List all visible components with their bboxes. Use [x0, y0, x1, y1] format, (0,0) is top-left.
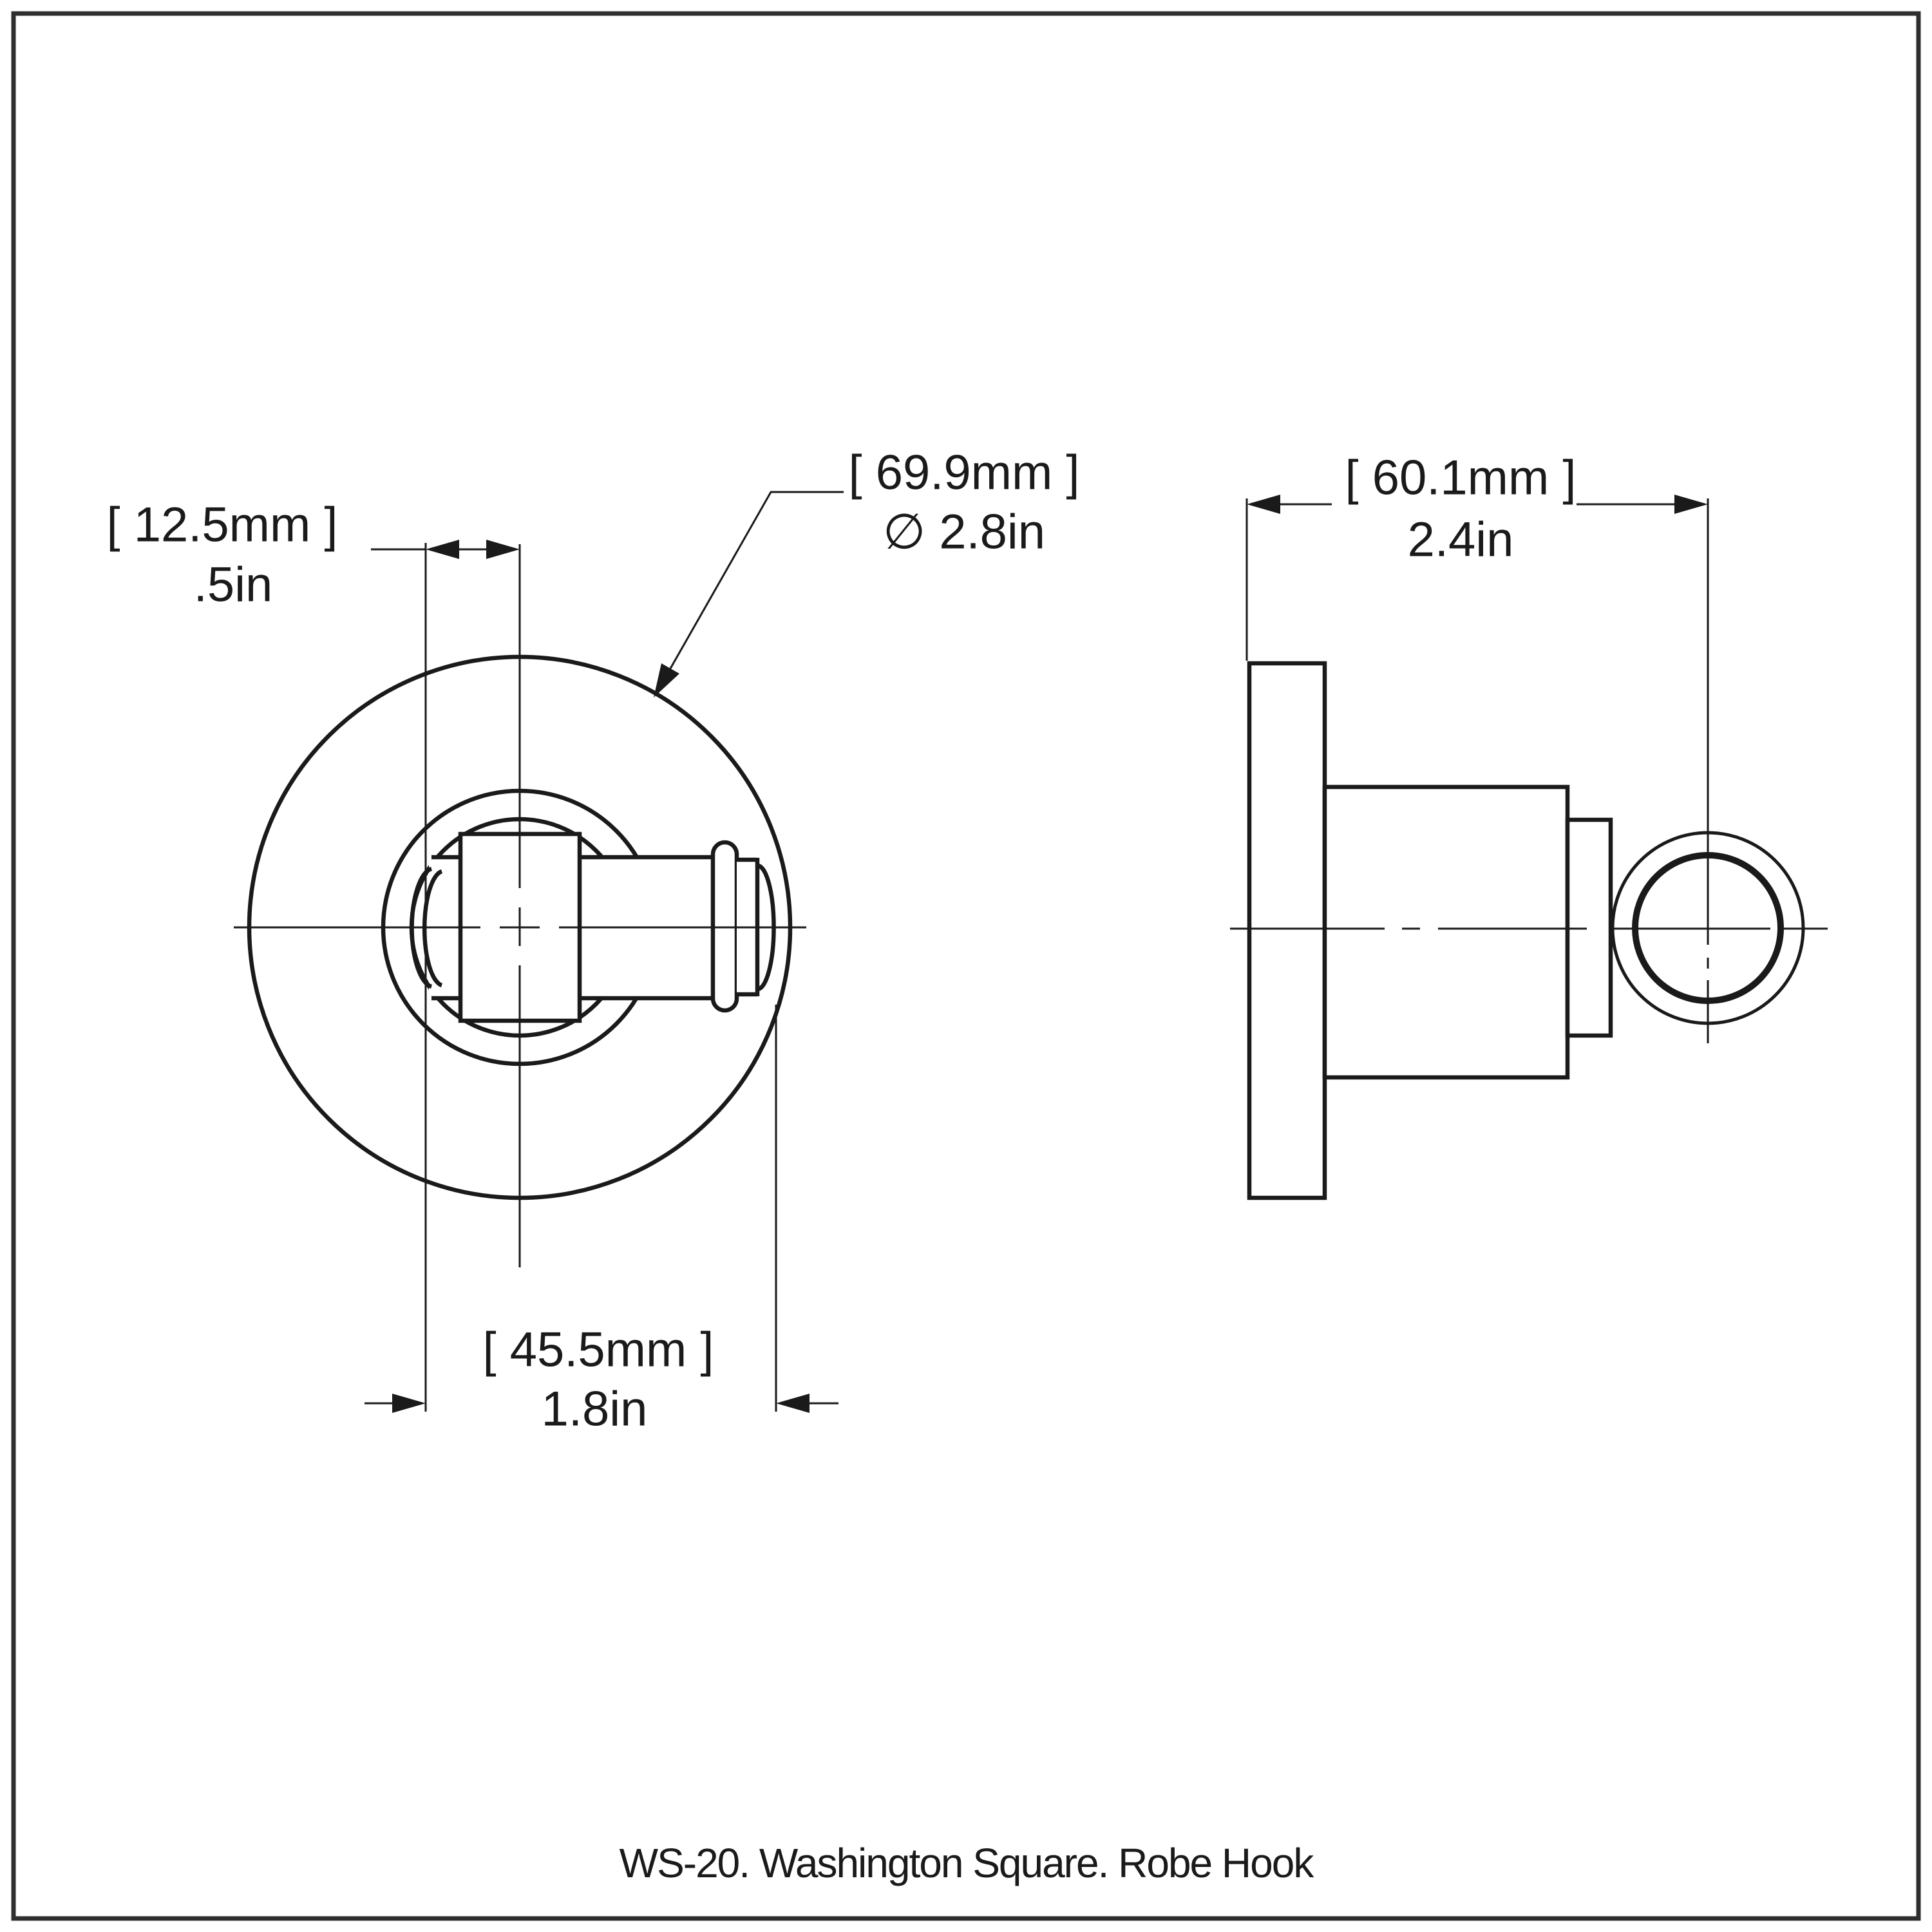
hole-offset-inch-label: .5in — [194, 558, 273, 612]
leader-line — [669, 491, 844, 669]
arrowhead-right-icon — [1674, 495, 1708, 514]
dimension-hook-width: [ 45.5mm ] 1.8in — [365, 1323, 838, 1437]
dimension-hole-offset: [ 12.5mm ] .5in — [107, 498, 520, 612]
arrowhead-left-icon — [776, 1394, 810, 1413]
dimension-flange-diameter: [ 69.9mm ] ∅ 2.8in — [654, 446, 1080, 697]
arrowhead-left-icon — [426, 540, 459, 559]
projection-mm-label: [ 60.1mm ] — [1345, 451, 1577, 506]
hook-width-mm-label: [ 45.5mm ] — [483, 1323, 714, 1378]
front-view-centerlines — [234, 544, 806, 1267]
hole-offset-mm-label: [ 12.5mm ] — [107, 498, 338, 553]
hook-width-inch-label: 1.8in — [542, 1382, 648, 1437]
side-view — [1230, 498, 1828, 1200]
hook-body — [1322, 784, 1570, 1080]
front-view — [234, 543, 806, 1412]
projection-inch-label: 2.4in — [1408, 513, 1514, 567]
side-view-centerlines — [1230, 498, 1828, 1043]
flange-diameter-inch-label: ∅ 2.8in — [883, 505, 1045, 560]
leader-arrowhead-icon — [654, 663, 679, 697]
flange-diameter-mm-label: [ 69.9mm ] — [849, 446, 1080, 500]
arrowhead-right-icon — [486, 540, 520, 559]
arrowhead-right-icon — [392, 1394, 426, 1413]
dimension-projection: [ 60.1mm ] 2.4in — [1247, 451, 1708, 567]
front-view-extension-lines — [424, 543, 777, 1412]
sheet-border — [11, 11, 1921, 1921]
wall-plate — [1247, 661, 1327, 1200]
arrowhead-left-icon — [1247, 495, 1280, 514]
drawing-caption: WS-20. Washington Square. Robe Hook — [620, 1840, 1315, 1886]
